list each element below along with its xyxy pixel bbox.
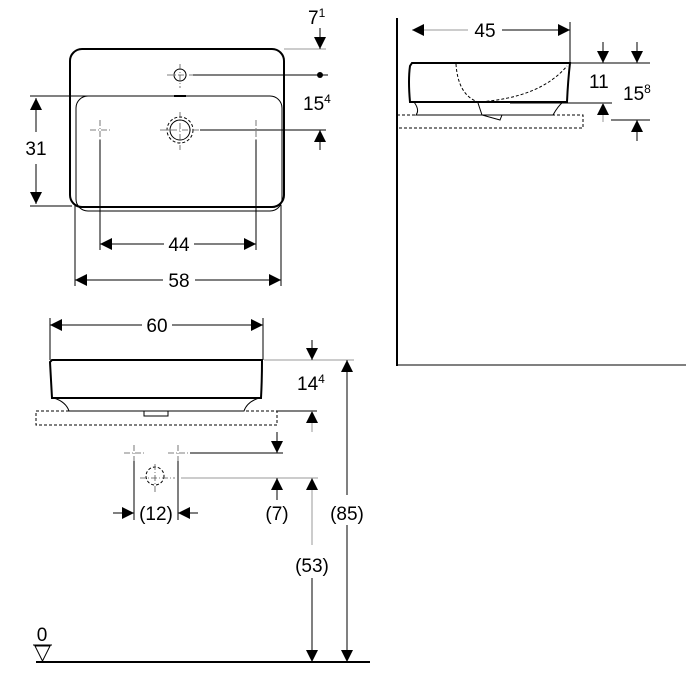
supply-point-icon xyxy=(124,445,188,461)
bowl-outline xyxy=(75,95,283,212)
dim-top-height: (85) xyxy=(330,504,364,525)
tap-hole-icon xyxy=(167,64,193,88)
dim-side-depth: 45 xyxy=(474,21,495,42)
dim-supply-spacing: (12) xyxy=(139,504,173,525)
front-view: 60 144 (12) (7) (53) (85) 0 xyxy=(33,316,370,663)
dim-total-height: 158 xyxy=(623,82,651,105)
drain-outlet-icon xyxy=(140,464,175,492)
dim-drain-height: (53) xyxy=(295,556,329,577)
dim-tap-offset: 71 xyxy=(308,6,326,29)
countertop xyxy=(396,114,584,129)
dim-fixing-spacing: 44 xyxy=(168,235,190,256)
basin-front-profile xyxy=(48,359,264,399)
floor-level-label: 0 xyxy=(37,625,48,646)
dim-bowl-height: 11 xyxy=(589,72,609,93)
countertop xyxy=(35,410,278,426)
top-view: 31 44 58 71 154 xyxy=(25,6,331,292)
dim-drain-offset: 154 xyxy=(303,92,331,115)
level-triangle-icon xyxy=(34,645,51,663)
dim-depth: 31 xyxy=(25,139,46,160)
basin-outline xyxy=(69,48,285,208)
dim-supply-drain: (7) xyxy=(265,504,288,525)
side-view: 45 11 158 xyxy=(396,18,686,366)
basin-side-profile xyxy=(408,62,572,103)
dim-front-width: 60 xyxy=(146,316,167,337)
drain-icon xyxy=(160,112,200,150)
dim-front-height: 144 xyxy=(297,372,325,395)
dim-width: 58 xyxy=(168,271,189,292)
